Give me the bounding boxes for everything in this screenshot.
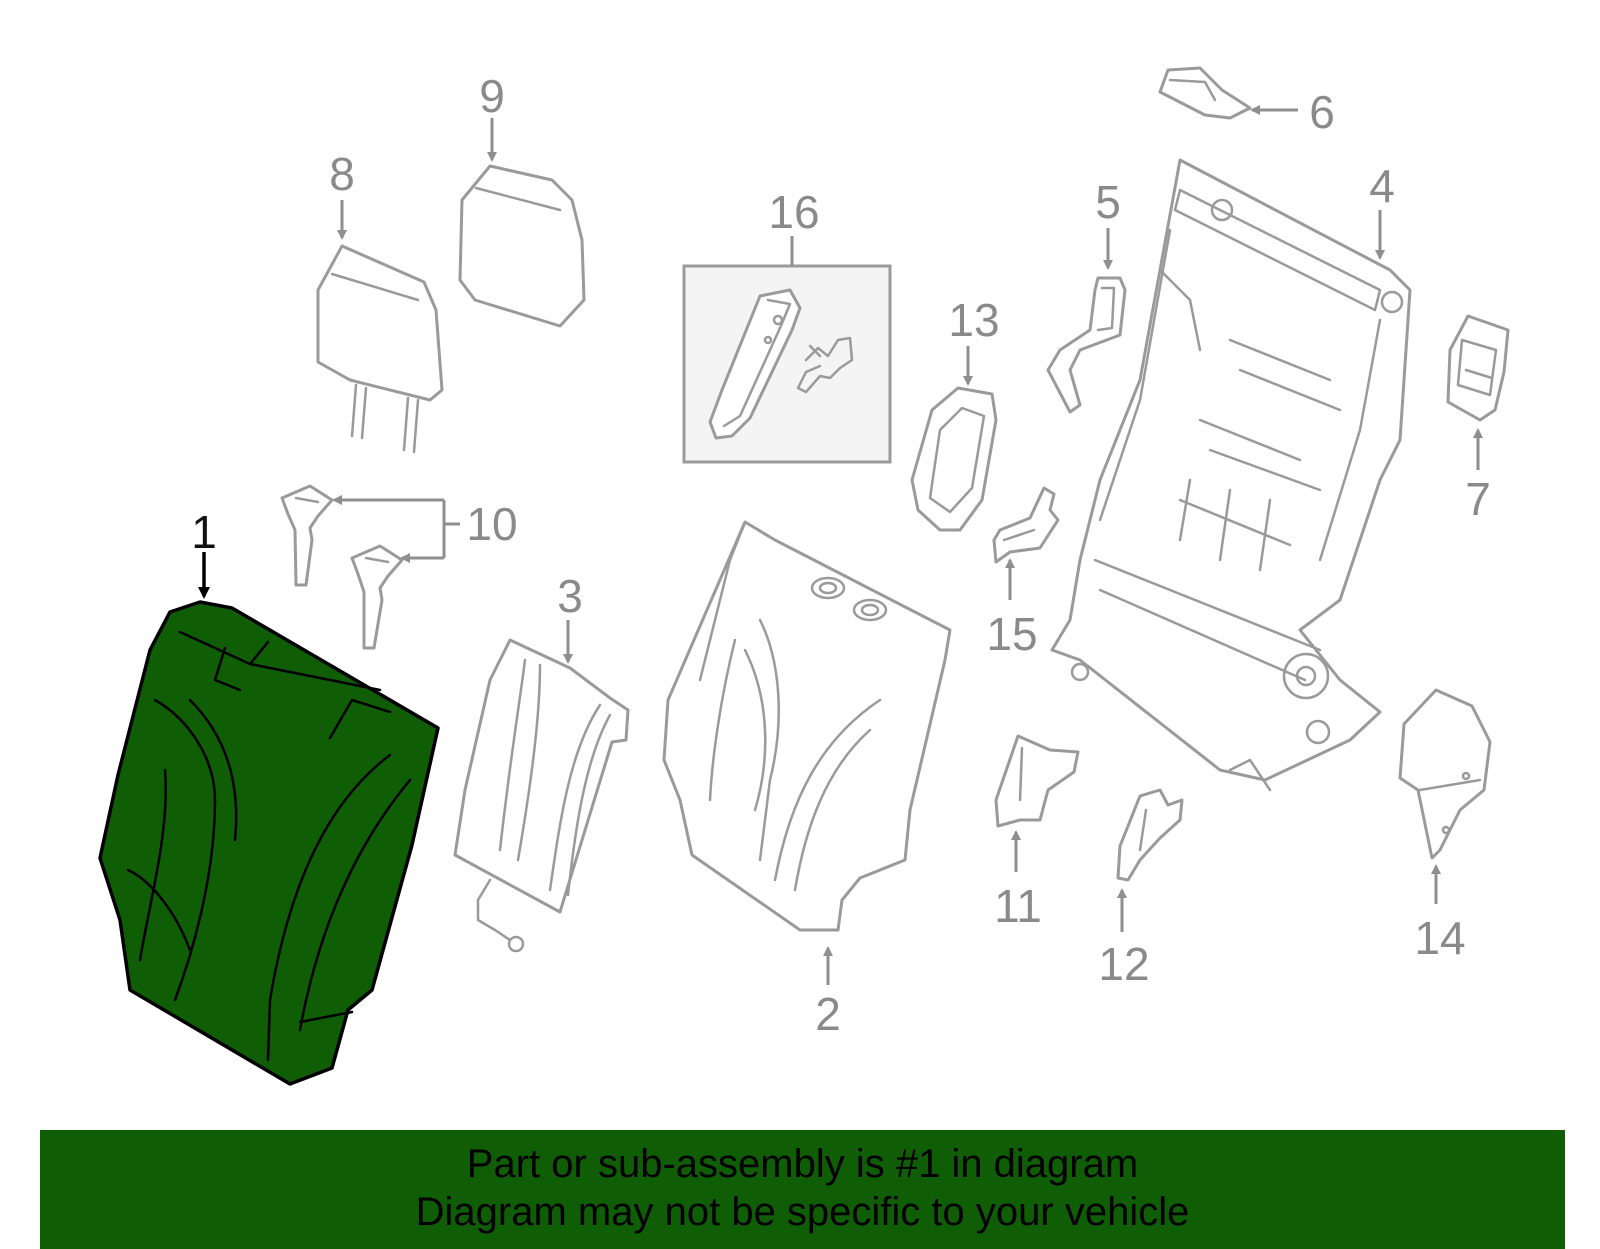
callout-7: 7 [1465,473,1491,525]
info-banner: Part or sub-assembly is #1 in diagram Di… [40,1130,1565,1249]
callout-10: 10 [466,498,517,550]
part-13-oval-trim[interactable] [910,386,998,532]
part-2-seat-back-pad[interactable] [662,520,952,932]
part-7-release-bezel[interactable] [1446,314,1510,422]
callout-9: 9 [479,70,505,122]
part-1-seat-back-cover[interactable] [98,600,440,1086]
callout-3: 3 [557,570,583,622]
callout-1: 1 [191,506,217,558]
banner-line-2: Diagram may not be specific to your vehi… [415,1190,1190,1234]
part-9-headrest[interactable] [458,164,586,328]
part-11-trim[interactable] [994,734,1080,828]
part-16-kit[interactable] [682,264,892,464]
part-10-headrest-guides[interactable] [280,484,404,650]
part-3-back-panel[interactable] [453,638,630,953]
callout-14: 14 [1414,912,1465,964]
part-5-bracket[interactable] [1046,276,1127,414]
callout-13: 13 [948,294,999,346]
callout-2: 2 [815,988,841,1040]
callout-16: 16 [768,186,819,238]
callout-4: 4 [1369,160,1395,212]
part-14-hinge-cover[interactable] [1398,688,1492,860]
part-6-latch-cover[interactable] [1158,66,1252,120]
part-12-trim[interactable] [1116,788,1184,882]
callout-15: 15 [986,608,1037,660]
parts-diagram: 2 3 4 5 [98,66,1510,1086]
part-15-trim[interactable] [992,486,1060,564]
part-8-headrest[interactable] [316,244,444,454]
callout-6: 6 [1309,86,1335,138]
callout-8: 8 [329,148,355,200]
banner-line-1: Part or sub-assembly is #1 in diagram [466,1142,1139,1186]
callout-12: 12 [1098,938,1149,990]
callout-5: 5 [1095,176,1121,228]
part-4-seat-back-frame[interactable] [1050,158,1412,792]
callout-11: 11 [994,880,1042,932]
